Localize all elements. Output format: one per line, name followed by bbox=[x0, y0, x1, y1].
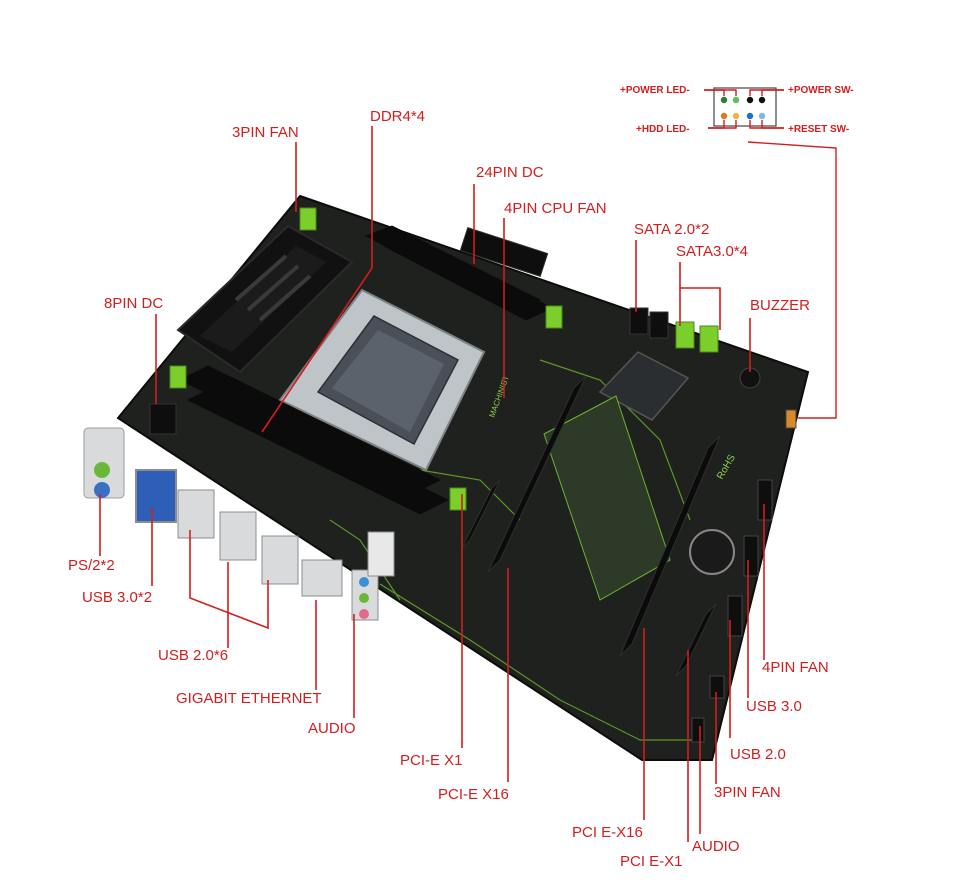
usb30-rear-ports bbox=[135, 469, 177, 523]
label-4pin-cpu-fan: 4PIN CPU FAN bbox=[504, 200, 607, 217]
usb20-rear-port-a bbox=[177, 489, 215, 539]
label-gigabit-ethernet: GIGABIT ETHERNET bbox=[176, 690, 322, 707]
label-8pin-dc: 8PIN DC bbox=[104, 295, 163, 312]
label-sata2: SATA 2.0*2 bbox=[634, 221, 709, 238]
eps-8pin-connector bbox=[149, 403, 177, 435]
ddr4-slots bbox=[178, 225, 554, 515]
front-panel-power-sw-label: +POWER SW- bbox=[788, 85, 854, 96]
usb20-rear-port-b bbox=[219, 511, 257, 561]
usb20-rear-port-c bbox=[261, 535, 299, 585]
label-ddr4: DDR4*4 bbox=[370, 108, 425, 125]
rear-io bbox=[83, 427, 395, 621]
label-3pin-fan-top: 3PIN FAN bbox=[232, 124, 299, 141]
cpu-socket bbox=[278, 288, 486, 472]
front-panel-diagram: +POWER LED- +POWER SW- +HDD LED- +RESET … bbox=[620, 85, 854, 419]
cmos-battery bbox=[689, 529, 735, 575]
label-sata3: SATA3.0*4 bbox=[676, 243, 748, 260]
motherboard: MACHINIST RoHS bbox=[83, 194, 810, 761]
label-24pin-dc: 24PIN DC bbox=[476, 164, 544, 181]
front-panel-hdd-led-label: +HDD LED- bbox=[636, 124, 690, 135]
label-audio-rear: AUDIO bbox=[308, 720, 356, 737]
front-panel-reset-sw-label: +RESET SW- bbox=[788, 124, 849, 135]
front-panel-power-led-label: +POWER LED- bbox=[620, 85, 690, 96]
callout-leader-lines bbox=[99, 126, 765, 842]
sata2-ports bbox=[629, 307, 669, 339]
label-pcie-x16-a: PCI-E X16 bbox=[438, 786, 509, 803]
vrm-heatsink bbox=[176, 224, 354, 374]
label-usb20-header: USB 2.0 bbox=[730, 746, 786, 763]
label-buzzer: BUZZER bbox=[750, 297, 810, 314]
label-usb20-rear: USB 2.0*6 bbox=[158, 647, 228, 664]
label-usb30-rear: USB 3.0*2 bbox=[82, 589, 152, 606]
label-4pin-fan: 4PIN FAN bbox=[762, 659, 829, 676]
label-audio-header: AUDIO bbox=[692, 838, 740, 855]
label-pcie-x1-a: PCI-E X1 bbox=[400, 752, 463, 769]
ethernet-port bbox=[301, 559, 343, 597]
label-ps2: PS/2*2 bbox=[68, 557, 115, 574]
label-pcie-x1-b: PCI E-X1 bbox=[620, 853, 683, 870]
m2-slot-area bbox=[543, 395, 671, 601]
edge-headers bbox=[691, 409, 797, 743]
chipset-heatsink bbox=[598, 351, 690, 421]
label-pcie-x16-b: PCI E-X16 bbox=[572, 824, 643, 841]
label-usb30-header: USB 3.0 bbox=[746, 698, 802, 715]
pcie-slots bbox=[461, 375, 721, 677]
callout-labels: 3PIN FAN DDR4*4 24PIN DC 4PIN CPU FAN SA… bbox=[68, 108, 829, 870]
label-3pin-fan-bottom: 3PIN FAN bbox=[714, 784, 781, 801]
